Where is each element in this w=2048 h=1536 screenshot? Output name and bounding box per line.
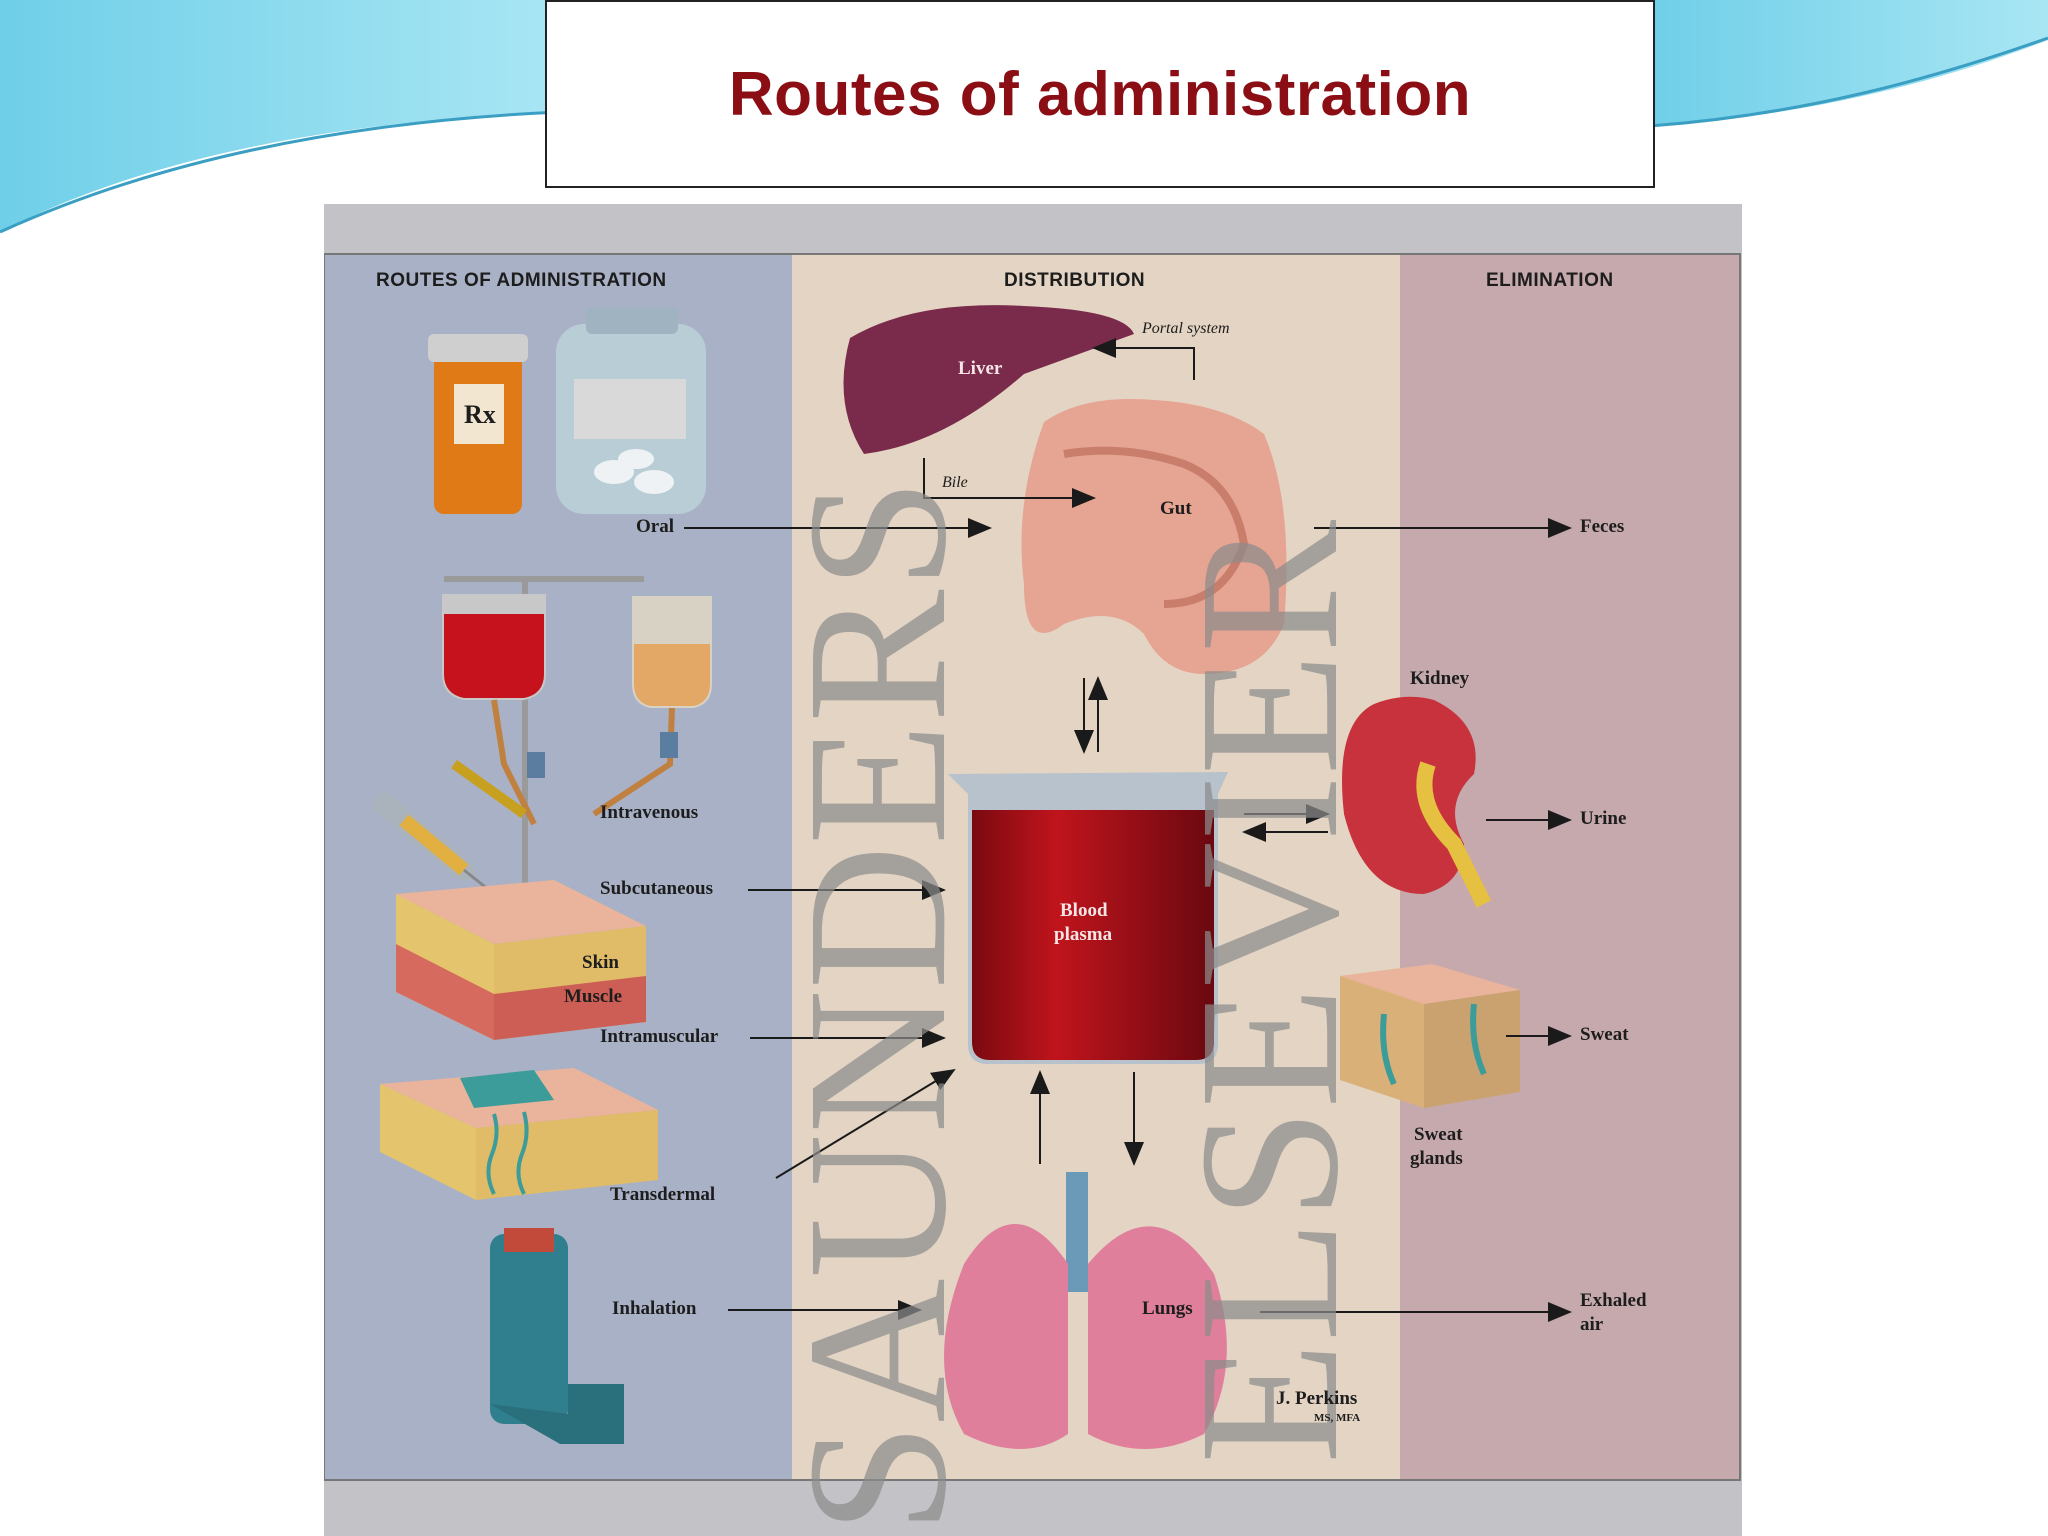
figure-graphics: SAUNDERS ELSEVIER — [324, 204, 1742, 1536]
label-portal-system: Portal system — [1142, 320, 1230, 337]
label-exhaled: Exhaled — [1580, 1290, 1647, 1311]
label-gut: Gut — [1160, 498, 1192, 519]
label-lungs: Lungs — [1142, 1298, 1193, 1319]
header-distribution: DISTRIBUTION — [1004, 270, 1146, 291]
slide-title: Routes of administration — [728, 59, 1472, 129]
label-sweat: Sweat — [1414, 1124, 1463, 1145]
liver-illustration — [843, 305, 1134, 454]
label-glands: glands — [1410, 1148, 1463, 1169]
label-subcutaneous: Subcutaneous — [600, 878, 713, 899]
label-feces: Feces — [1580, 516, 1625, 537]
watermark: SAUNDERS ELSEVIER — [767, 478, 1380, 1534]
label-intramuscular: Intramuscular — [600, 1026, 719, 1047]
header-routes: ROUTES OF ADMINISTRATION — [376, 270, 667, 291]
label-liver: Liver — [958, 358, 1003, 379]
inhaler-illustration — [490, 1228, 624, 1444]
label-kidney: Kidney — [1410, 668, 1470, 689]
header-elimination: ELIMINATION — [1486, 270, 1614, 291]
label-air: air — [1580, 1314, 1604, 1335]
kidney-illustration — [1342, 696, 1492, 908]
gut-illustration — [1021, 398, 1287, 674]
blood-plasma-beaker — [948, 772, 1228, 1064]
pill-bottles-illustration — [428, 308, 706, 514]
header-swoosh — [0, 0, 2048, 234]
label-rx: Rx — [464, 400, 496, 429]
skin-muscle-block — [396, 880, 646, 1040]
label-blood: Blood — [1060, 900, 1108, 921]
label-inhalation: Inhalation — [612, 1298, 697, 1319]
label-bile: Bile — [942, 474, 968, 491]
label-intravenous: Intravenous — [600, 802, 699, 823]
watermark-line1: SAUNDERS — [767, 478, 988, 1534]
label-muscle: Muscle — [564, 986, 623, 1007]
label-sweat-out: Sweat — [1580, 1024, 1629, 1045]
label-oral: Oral — [636, 516, 674, 537]
iv-bags-illustration — [442, 576, 712, 970]
sweat-glands-block — [1340, 964, 1520, 1108]
label-plasma: plasma — [1054, 924, 1113, 945]
label-skin: Skin — [582, 952, 619, 973]
label-urine: Urine — [1580, 808, 1627, 829]
watermark-line2: ELSEVIER — [1159, 519, 1380, 1464]
lungs-illustration — [944, 1172, 1227, 1449]
title-box: Routes of administration — [545, 0, 1655, 188]
flow-arrows — [684, 518, 1572, 1322]
pharmacokinetics-figure: SAUNDERS ELSEVIER ROUTES OF ADMINISTRATI… — [324, 204, 1742, 1536]
label-transdermal: Transdermal — [610, 1184, 716, 1205]
transdermal-block — [380, 1068, 658, 1200]
artist-credit: J. Perkins — [1276, 1388, 1358, 1409]
artist-credit-suffix: MS, MFA — [1314, 1412, 1361, 1424]
